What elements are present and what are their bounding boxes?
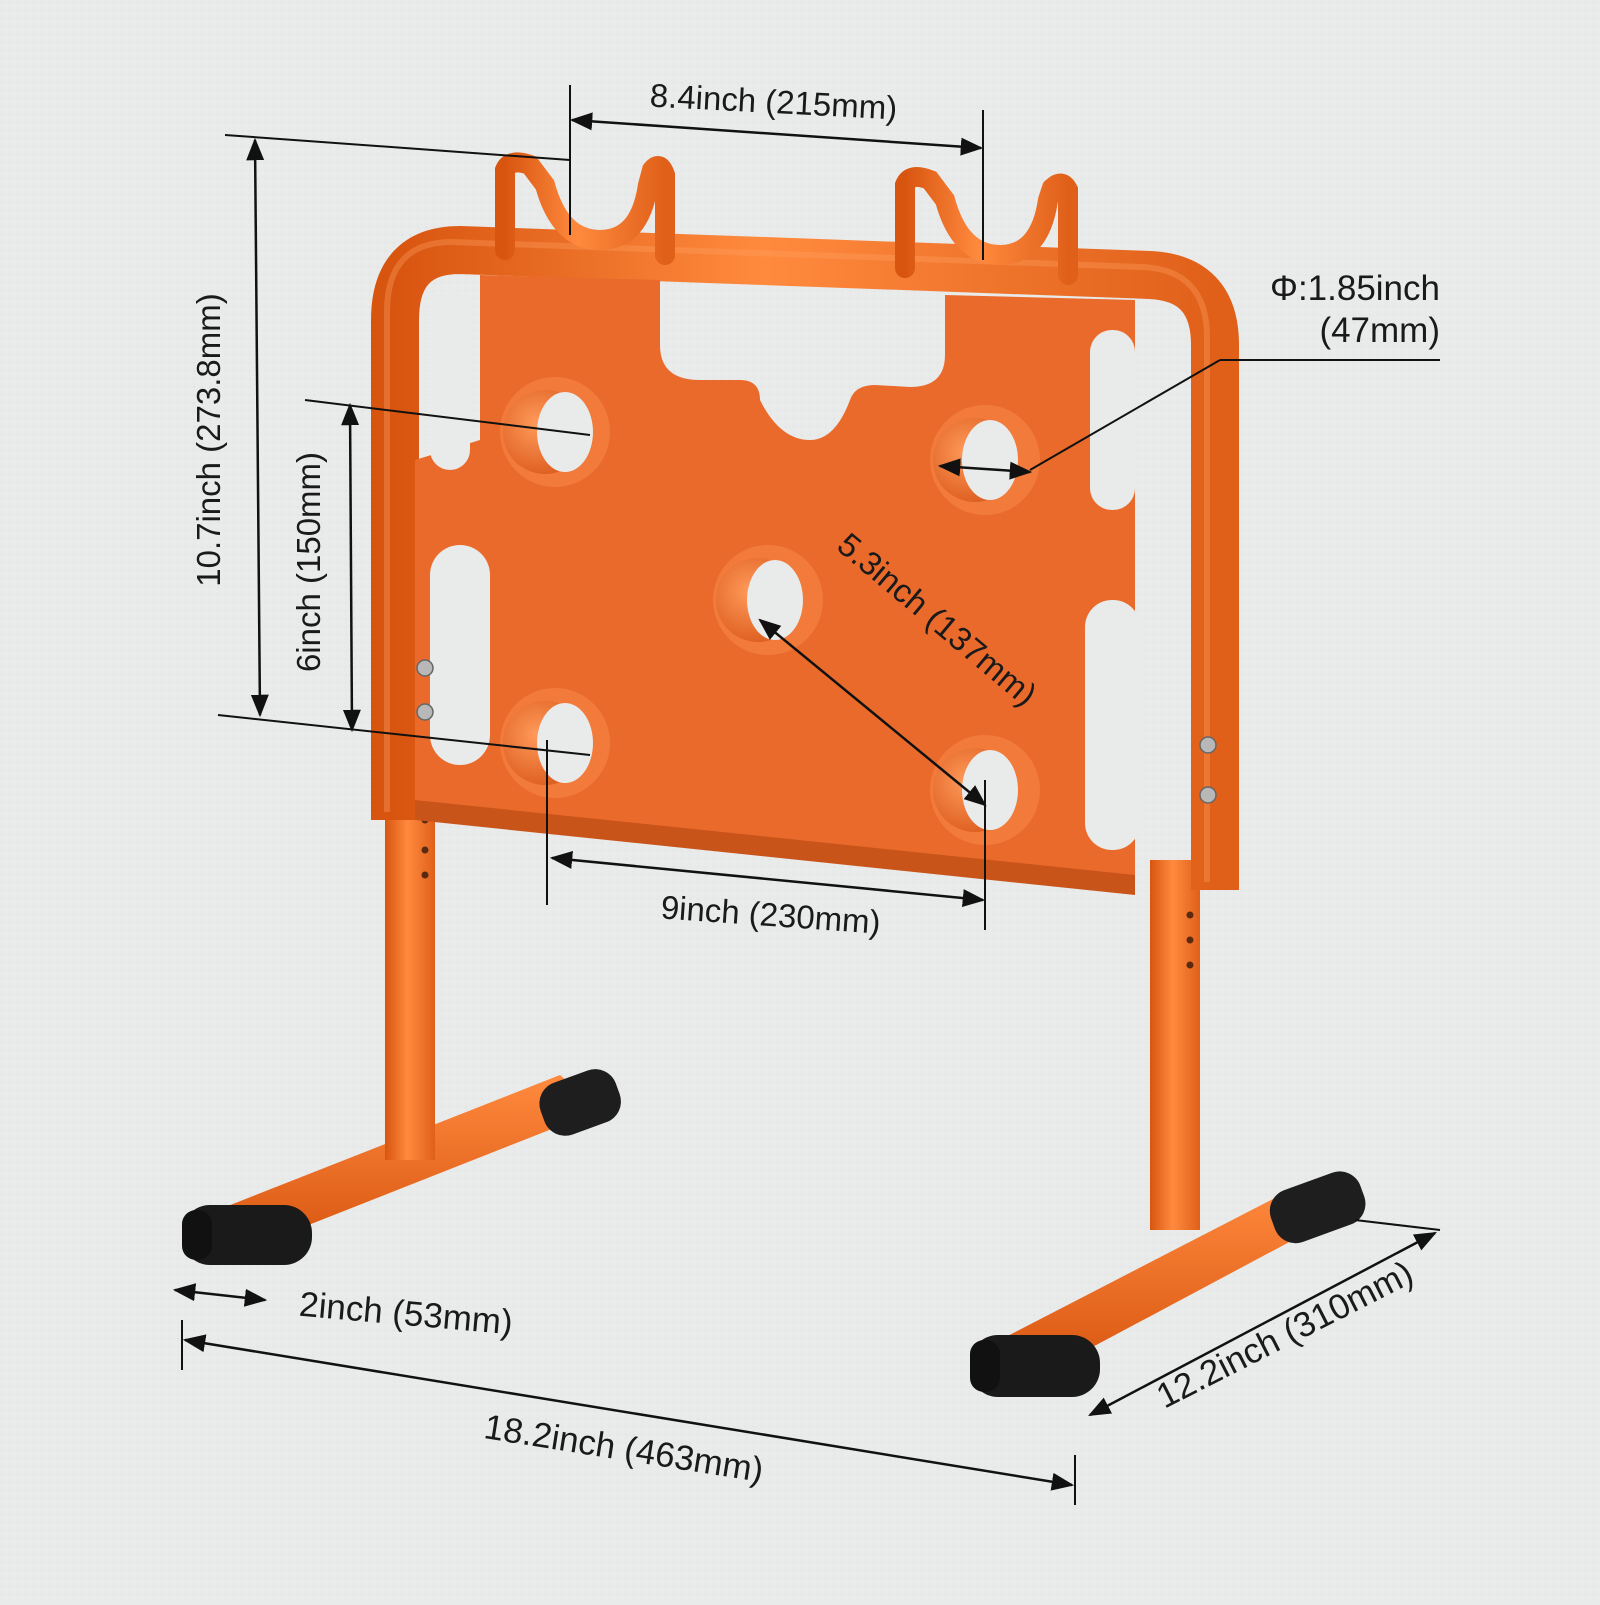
hole-top-left [500,377,610,487]
hole-bottom-left [500,688,610,798]
top-hooks [495,152,1078,285]
hole-top-right [930,405,1040,515]
label-hole-diameter-in: Φ:1.85inch [1270,269,1440,308]
left-leg [385,790,435,1160]
left-foot [182,1069,621,1265]
hole-center [713,545,823,655]
main-frame [371,226,1239,890]
label-total-height: 10.7inch (273.8mm) [190,293,227,586]
dimension-lines [172,85,1441,1505]
label-hole-vertical-spacing: 6inch (150mm) [290,452,327,672]
right-leg [1150,860,1200,1230]
label-hole-diameter-mm: (47mm) [1319,311,1440,350]
bolts [416,659,1217,804]
